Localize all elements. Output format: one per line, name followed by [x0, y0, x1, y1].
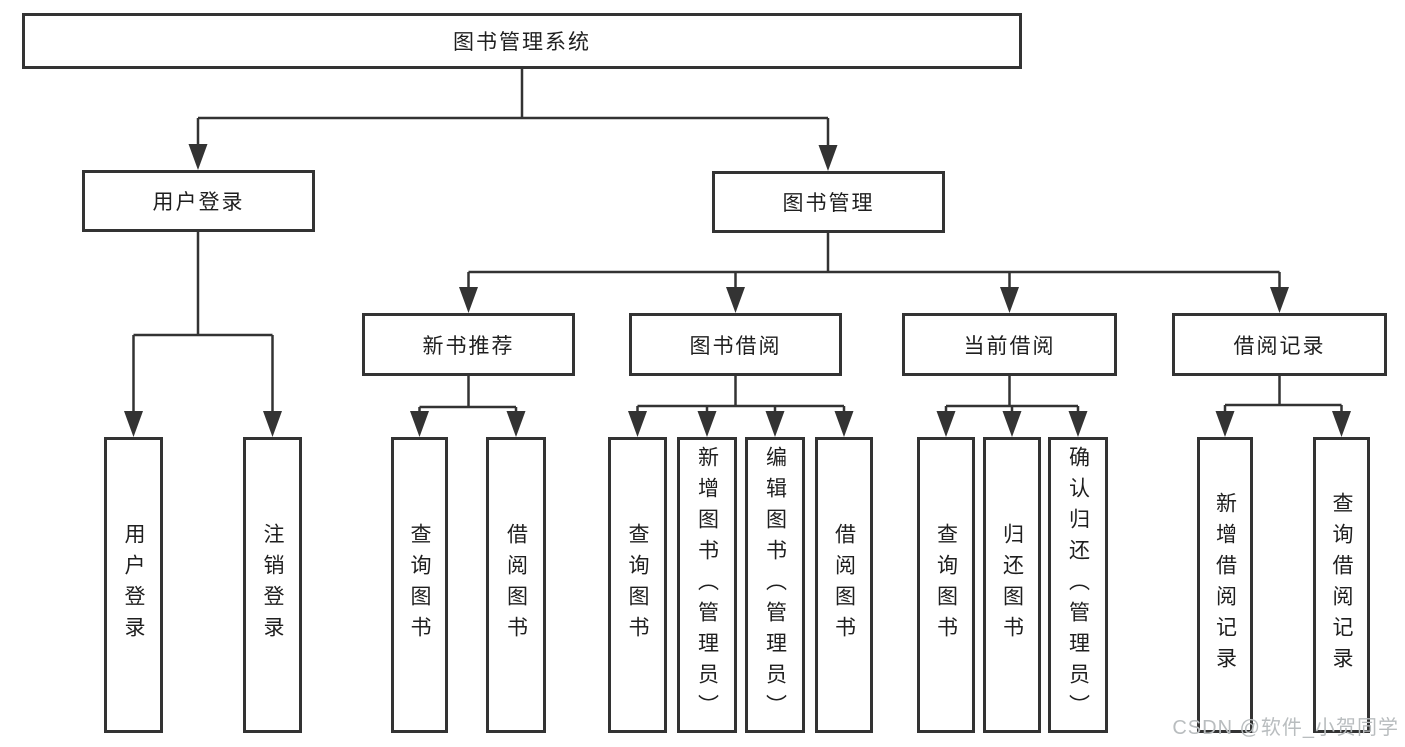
- leaf-return-books: 归还图书: [983, 437, 1041, 733]
- leaf-user-login: 用户登录: [104, 437, 163, 733]
- node-label: 借阅图书: [504, 523, 528, 647]
- node-label: 编辑图书（管理员）: [763, 445, 787, 725]
- node-label: 图书借阅: [689, 334, 782, 358]
- node-label: 图书管理: [782, 192, 875, 215]
- node-label: 用户登录: [122, 523, 145, 647]
- node-current-borrowing: 当前借阅: [902, 313, 1117, 376]
- node-library-management-system: 图书管理系统: [22, 13, 1022, 69]
- node-borrowing-records: 借阅记录: [1172, 313, 1387, 376]
- node-label: 确认归还（管理员）: [1066, 445, 1090, 725]
- leaf-add-books-admin: 新增图书（管理员）: [677, 437, 737, 733]
- leaf-query-books: 查询图书: [391, 437, 448, 733]
- leaf-confirm-return-admin: 确认归还（管理员）: [1048, 437, 1108, 733]
- leaf-logout: 注销登录: [243, 437, 302, 733]
- node-user-login: 用户登录: [82, 170, 315, 232]
- node-label: 借阅记录: [1233, 334, 1326, 358]
- node-label: 用户登录: [152, 191, 245, 214]
- node-new-book-recommendation: 新书推荐: [362, 313, 575, 376]
- node-label: 当前借阅: [963, 334, 1056, 358]
- leaf-edit-books-admin: 编辑图书（管理员）: [745, 437, 805, 733]
- node-label: 查询图书: [408, 523, 431, 647]
- leaf-borrow-books: 借阅图书: [486, 437, 546, 733]
- node-label: 新书推荐: [422, 334, 515, 358]
- leaf-borrow-books: 借阅图书: [815, 437, 873, 733]
- leaf-query-books: 查询图书: [917, 437, 975, 733]
- leaf-query-books: 查询图书: [608, 437, 667, 733]
- node-book-borrowing: 图书借阅: [629, 313, 842, 376]
- node-label: 查询图书: [934, 523, 958, 647]
- node-label: 查询图书: [626, 523, 649, 647]
- node-label: 查询借阅记录: [1330, 492, 1353, 678]
- leaf-add-borrow-record: 新增借阅记录: [1197, 437, 1253, 733]
- node-label: 新增借阅记录: [1213, 492, 1237, 678]
- node-label: 图书管理系统: [453, 31, 591, 54]
- node-label: 注销登录: [261, 523, 284, 647]
- leaf-query-borrow-record: 查询借阅记录: [1313, 437, 1370, 733]
- node-label: 归还图书: [1000, 523, 1024, 647]
- node-book-management: 图书管理: [712, 171, 945, 233]
- node-label: 新增图书（管理员）: [695, 445, 719, 725]
- watermark: CSDN @软件_小贺同学: [1172, 717, 1399, 739]
- node-label: 借阅图书: [832, 523, 856, 647]
